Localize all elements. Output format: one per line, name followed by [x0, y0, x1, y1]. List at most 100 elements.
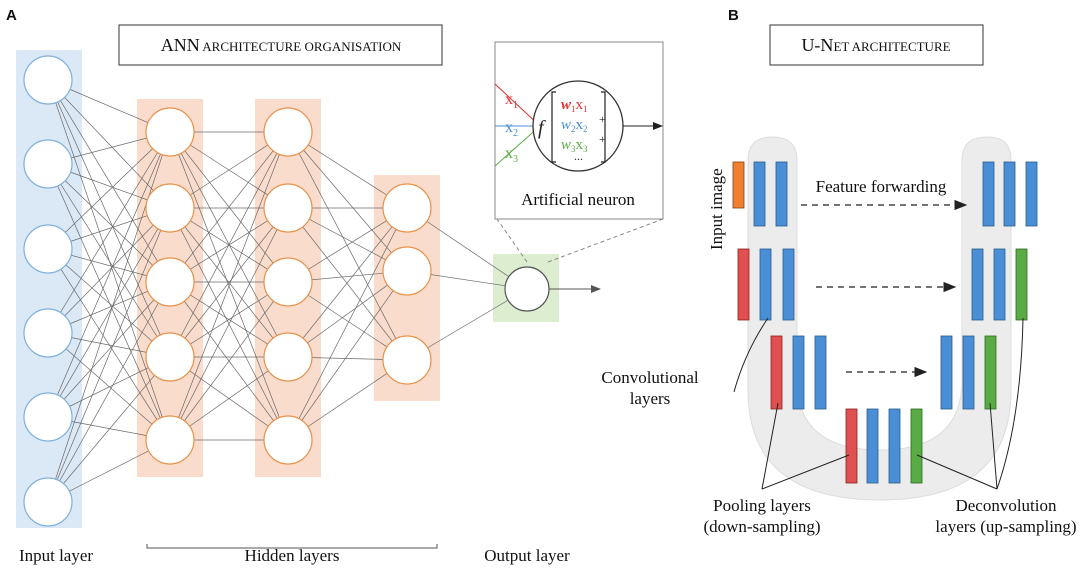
pool-block [770, 335, 783, 410]
neuron-input-line-1 [494, 83, 541, 127]
neuron-bracket-right [601, 91, 606, 163]
hidden-node [263, 107, 313, 157]
ann-edge [169, 131, 289, 441]
conv-block [971, 248, 984, 321]
conv-block [888, 408, 901, 484]
conv-block [1003, 161, 1016, 227]
ann-edge [47, 79, 171, 358]
zoom-line-left [496, 218, 528, 263]
ann-edge [169, 207, 289, 358]
ann-edge [47, 356, 171, 503]
ann-edge [287, 207, 408, 361]
ann-edge [47, 207, 171, 418]
ann-edge [287, 131, 408, 272]
hidden-node [263, 183, 313, 233]
input-layer-label: Input layer [19, 546, 93, 565]
ann-title-box [118, 24, 443, 66]
ann-edge [47, 131, 171, 418]
input-node [23, 392, 73, 442]
neuron-plus-1: + [599, 112, 606, 126]
ann-edge [287, 131, 408, 361]
ann-edge [169, 281, 289, 441]
neuron-bracket-left [551, 91, 556, 163]
ann-edge [47, 79, 171, 209]
input-node [23, 139, 73, 189]
panel-b: B U-Net architecture [601, 7, 1076, 536]
conv-block [775, 161, 788, 227]
output-layer-label: Output layer [484, 546, 570, 565]
ann-edge [47, 163, 171, 358]
pool-callout-line-1 [761, 402, 779, 490]
conv-label-2: layers [630, 389, 671, 408]
hidden-node [382, 183, 432, 233]
input-image-block [732, 161, 745, 209]
ann-edge [47, 163, 171, 283]
ann-title: ANN architecture organisation [161, 35, 402, 55]
deconv-block [984, 335, 997, 410]
hidden-node [382, 246, 432, 296]
ann-edge [47, 131, 171, 250]
conv-block [993, 248, 1006, 321]
ann-title-small: architecture organisation [200, 39, 402, 54]
ann-edge [287, 270, 408, 441]
input-layer-band [16, 50, 82, 528]
ann-edge [47, 131, 171, 503]
hidden-node [263, 415, 313, 465]
hidden-node [263, 257, 313, 307]
conv-block [753, 161, 766, 227]
conv-block [1025, 161, 1038, 227]
unet-title-box [769, 24, 984, 66]
neuron-f: f [538, 117, 546, 139]
neuron-term-2: w2x2 [561, 117, 588, 134]
input-node [23, 224, 73, 274]
panel-b-letter: B [728, 7, 739, 24]
conv-block [962, 335, 975, 410]
neuron-term-1: w1x1 [561, 97, 588, 114]
conv-block [759, 248, 772, 321]
deconv-callout-line-3 [996, 317, 1024, 490]
zoom-line-right [547, 218, 664, 263]
conv-label-1: Convolutional [601, 368, 699, 387]
ann-edge [287, 207, 408, 358]
ann-edge [47, 207, 171, 503]
hidden-node [145, 183, 195, 233]
hidden-node [145, 415, 195, 465]
ann-edge [47, 248, 171, 441]
panel-a-letter: A [6, 7, 17, 24]
ann-nodes [23, 55, 550, 527]
ann-edge [47, 163, 171, 441]
hidden-node [263, 332, 313, 382]
deconv-label-1: Deconvolution [955, 496, 1057, 515]
panel-a: A ANN architecture organisation x1 x2 x3… [6, 7, 664, 565]
conv-callout-line [733, 317, 769, 393]
hidden-node [145, 257, 195, 307]
neuron-plus-2: + [599, 132, 606, 146]
conv-block [814, 335, 827, 410]
conv-block [866, 408, 879, 484]
ann-edge [169, 207, 289, 441]
output-node [504, 266, 550, 312]
conv-block [940, 335, 953, 410]
input-node [23, 55, 73, 105]
input-image-label: Input image [707, 168, 726, 250]
neuron-ellipsis: ... [574, 149, 583, 163]
deconv-block [1015, 248, 1028, 321]
hidden-node [145, 332, 195, 382]
conv-block [782, 248, 795, 321]
ann-edge [47, 131, 171, 334]
unet-title: U-Net architecture [801, 35, 950, 55]
ann-edge [47, 281, 171, 503]
ann-edge [47, 207, 171, 334]
conv-block [792, 335, 805, 410]
hidden-node [145, 107, 195, 157]
ann-edge [47, 281, 171, 418]
artificial-neuron-inset: x1 x2 x3 f w1x1 w2x2 + w3x3 + ... Artifi… [494, 41, 664, 220]
feature-forwarding-label: Feature forwarding [816, 177, 947, 196]
pool-label-2: (down-sampling) [703, 517, 820, 536]
hidden-layers-bracket [146, 544, 438, 549]
deconv-block [910, 408, 923, 484]
ann-edge [169, 131, 289, 358]
ann-edge [287, 207, 408, 441]
ann-edge [169, 131, 289, 283]
